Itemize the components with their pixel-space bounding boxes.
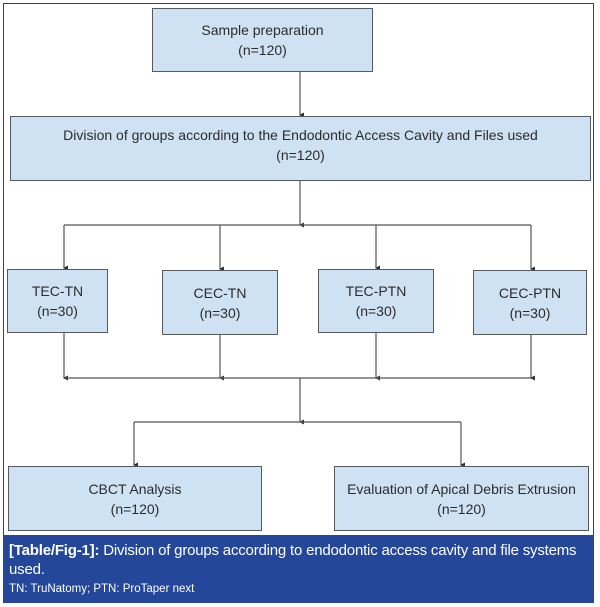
node-title: Evaluation of Apical Debris Extrusion <box>347 480 576 497</box>
node-sample-preparation: Sample preparation (n=120) <box>152 8 373 72</box>
node-title: Sample preparation <box>201 22 324 38</box>
node-count: (n=30) <box>37 303 78 319</box>
node-count: (n=30) <box>355 303 397 319</box>
node-count: (n=120) <box>437 500 486 517</box>
caption-label: [Table/Fig-1]: <box>9 542 100 559</box>
node-title: CEC-PTN <box>498 284 562 301</box>
node-title: Division of groups according to the Endo… <box>63 127 538 143</box>
node-count: (n=30) <box>509 304 551 321</box>
node-count: (n=120) <box>276 147 325 163</box>
node-cbct-analysis: CBCT Analysis (n=120) <box>8 466 262 531</box>
caption-text: Division of groups according to endodont… <box>9 542 577 578</box>
node-evaluation-apical-debris: Evaluation of Apical Debris Extrusion (n… <box>334 466 589 531</box>
node-count: (n=30) <box>199 304 241 321</box>
node-title: CEC-TN <box>193 284 247 301</box>
node-title: TEC-TN <box>31 283 84 299</box>
caption-abbreviations: TN: TruNatomy; PTN: ProTaper next <box>9 583 195 595</box>
node-group-tec-tn: TEC-TN (n=30) <box>7 269 108 333</box>
node-group-tec-ptn: TEC-PTN (n=30) <box>318 269 434 333</box>
node-title: CBCT Analysis <box>88 480 182 497</box>
caption-main: [Table/Fig-1]: Division of groups accord… <box>9 541 586 579</box>
node-group-cec-tn: CEC-TN (n=30) <box>162 270 278 335</box>
node-division-of-groups: Division of groups according to the Endo… <box>10 116 591 181</box>
node-title: TEC-PTN <box>345 283 407 299</box>
node-count: (n=120) <box>110 500 160 517</box>
node-count: (n=120) <box>238 42 287 58</box>
node-group-cec-ptn: CEC-PTN (n=30) <box>473 270 587 335</box>
figure-caption: [Table/Fig-1]: Division of groups accord… <box>3 535 594 603</box>
